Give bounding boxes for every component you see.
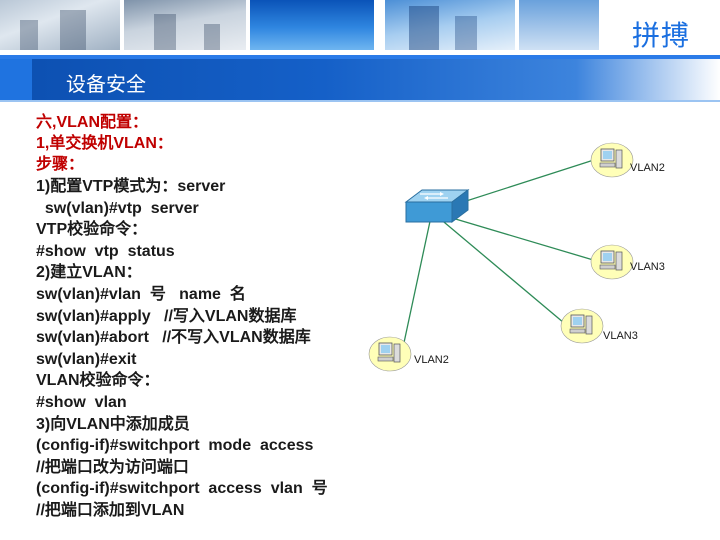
computer-icon (590, 142, 634, 178)
brand-logo-text: 拼搏 (631, 19, 690, 52)
diagram-canvas (401, 157, 601, 353)
content-line: #show vtp status (36, 243, 175, 260)
content-line: sw(vlan)#abort //不写入VLAN数据库 (36, 329, 311, 346)
content-line: 1,单交换机VLAN： (36, 135, 173, 152)
banner-photo (385, 0, 515, 50)
banner-photo (250, 0, 374, 50)
content-line: sw(vlan)#vtp server (36, 200, 199, 217)
switch-icon (404, 189, 470, 223)
content-line: 步骤： (36, 156, 85, 173)
network-diagram: VLAN2 VLAN3 VLAN3 VLAN2 (360, 140, 710, 372)
content-line: (config-if)#switchport access vlan 号 (36, 480, 328, 497)
vlan-label: VLAN3 (630, 261, 665, 273)
content-line: #show vlan (36, 394, 127, 411)
title-accent (0, 59, 32, 101)
banner-photo (519, 0, 599, 50)
vlan-label: VLAN2 (414, 354, 449, 366)
vlan-label: VLAN3 (603, 330, 638, 342)
content-line: VTP校验命令： (36, 221, 148, 238)
content-line: VLAN校验命令： (36, 372, 160, 389)
content-line: sw(vlan)#vlan 号 name 名 (36, 286, 246, 303)
header-banner: 拼搏 (0, 0, 720, 56)
vlan-label: VLAN2 (630, 162, 665, 174)
content-line: sw(vlan)#exit (36, 351, 137, 368)
content-line: 六,VLAN配置： (36, 114, 149, 131)
link-line (431, 211, 571, 329)
content-line: 3)向VLAN中添加成员 (36, 416, 190, 433)
page-title: 设备安全 (66, 74, 146, 96)
content-line: //把端口添加到VLAN (36, 502, 185, 519)
content-line: //把端口改为访问端口 (36, 459, 189, 476)
content-line: (config-if)#switchport mode access (36, 437, 314, 454)
banner-photo (0, 0, 120, 50)
computer-icon (560, 308, 604, 344)
link-line (431, 211, 601, 263)
title-underline (0, 100, 720, 102)
title-bar (0, 59, 720, 101)
content-line: 2)建立VLAN： (36, 264, 142, 281)
content-line: 1)配置VTP模式为：server (36, 178, 226, 195)
header-divider (0, 55, 720, 59)
content-line: sw(vlan)#apply //写入VLAN数据库 (36, 308, 297, 325)
link-line (401, 211, 433, 353)
computer-icon (368, 336, 412, 372)
computer-icon (590, 244, 634, 280)
banner-photo (124, 0, 246, 50)
